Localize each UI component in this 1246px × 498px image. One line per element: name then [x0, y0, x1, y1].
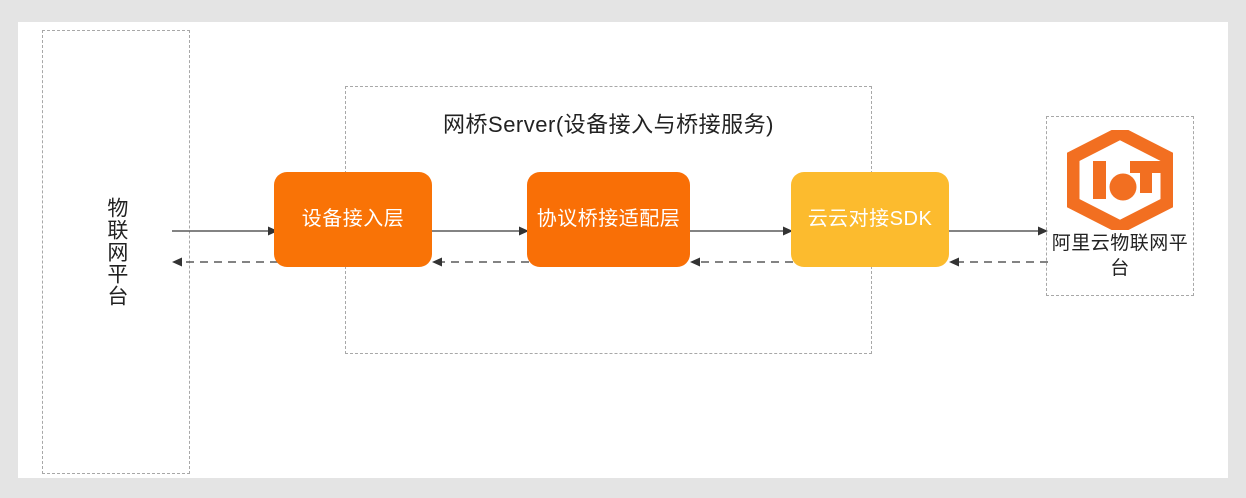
box-cloud-to-cloud-sdk-label: 云云对接SDK: [807, 208, 933, 231]
connector-platform-to-device-access: [172, 191, 278, 267]
box-cloud-to-cloud-sdk[interactable]: 云云对接SDK: [791, 172, 949, 267]
alicloud-iot-platform-container: 阿里云物联网平台: [1046, 116, 1194, 296]
connector-protocol-bridge-to-cloud-sdk: [690, 191, 793, 267]
diagram-canvas: 物联网平台 网桥Server(设备接入与桥接服务) 设备接入层 协议桥接适配层: [18, 22, 1228, 478]
bridge-server-title: 网桥Server(设备接入与桥接服务): [443, 112, 774, 137]
left-platform-label-wrap: 物联网平台: [43, 31, 189, 473]
left-platform-label: 物联网平台: [104, 197, 128, 307]
box-device-access-layer[interactable]: 设备接入层: [274, 172, 432, 267]
box-device-access-layer-label: 设备接入层: [301, 208, 405, 231]
alicloud-inner-wrap: 阿里云物联网平台: [1047, 117, 1193, 295]
iot-platform-left-container: 物联网平台: [42, 30, 190, 474]
iot-hexagon-logo-icon: [1067, 130, 1173, 231]
box-protocol-bridge-adaptation-layer[interactable]: 协议桥接适配层: [527, 172, 690, 267]
alicloud-iot-platform-label: 阿里云物联网平台: [1051, 233, 1189, 279]
box-protocol-bridge-adaptation-layer-label: 协议桥接适配层: [536, 208, 681, 231]
connector-device-access-to-protocol-bridge: [432, 191, 529, 267]
connector-cloud-sdk-to-alicloud-platform: [949, 191, 1048, 267]
